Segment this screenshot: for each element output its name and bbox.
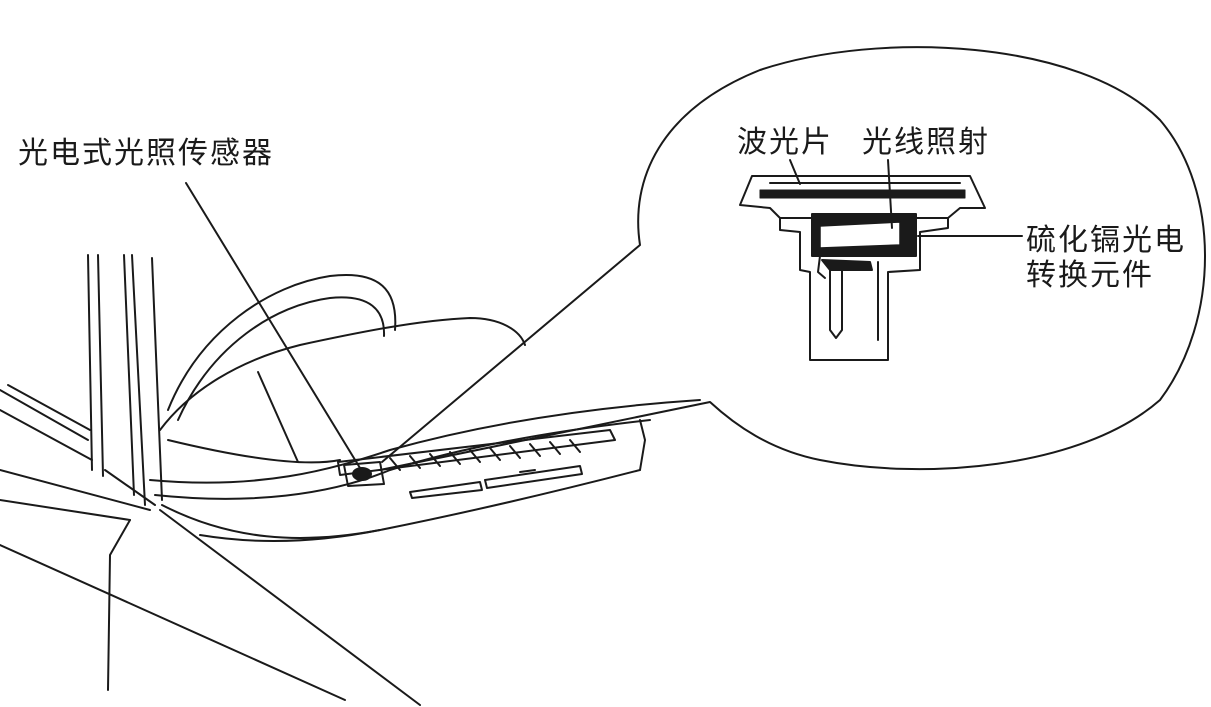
sensor-dot [343,461,385,487]
light-ray-label: 光线照射 [862,125,990,160]
steering-wheel [159,274,526,464]
sensor-cross-section [739,175,986,361]
door-body [0,384,421,706]
a-pillar [87,254,163,506]
cds-element-label: 硫化镉光电 转换元件 [1026,223,1186,293]
sensor-label: 光电式光照传感器 [18,136,274,171]
cds-label-line-2: 转换元件 [1026,257,1154,293]
filter-label: 波光片 [737,125,833,160]
cds-label-line-1: 硫化镉光电 [1026,223,1186,258]
filter-leader-line [789,159,801,185]
magnify-callout [379,46,1206,471]
sensor-leader-line [185,182,361,469]
ray-leader-line [887,159,893,229]
